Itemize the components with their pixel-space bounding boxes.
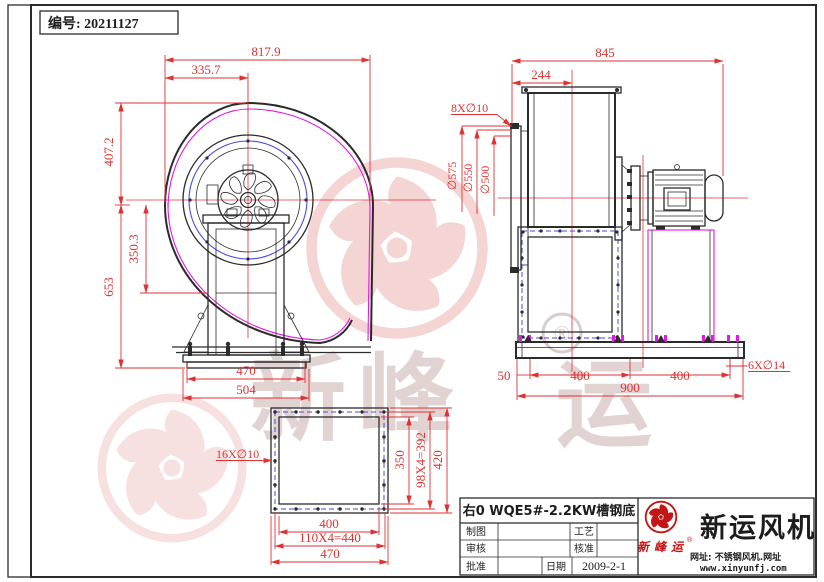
- dim-label: 845: [595, 45, 615, 60]
- outlet-duct: [521, 86, 622, 228]
- gusset-right: [283, 304, 310, 353]
- drawing-title: 右0 WQE5#-2.2KW槽钢底: [462, 503, 636, 519]
- label-approved-by: 核准: [574, 542, 594, 555]
- inlet-opening: [195, 147, 301, 253]
- volute-magenta-bottom: [167, 201, 351, 341]
- label-drawn-by: 制图: [466, 525, 486, 538]
- flange-bolt-dots: [520, 229, 620, 340]
- flange-dimensions: 16X∅10 350 98X4=392 420 400 110X4=440 47…: [216, 407, 452, 565]
- bolt-note: 16X∅10: [216, 447, 259, 461]
- dim-label: 400: [670, 368, 690, 383]
- doc-number-box: [39, 10, 179, 35]
- motor-pedestal: [647, 229, 715, 343]
- motor-label-plate: [663, 187, 691, 211]
- dim-label: 50: [498, 368, 511, 383]
- dim-label: 400: [319, 516, 339, 531]
- watermark-fan-logo-lower-left: [102, 398, 242, 538]
- company-name: 新运风机: [700, 512, 816, 544]
- sheet-frame: 编号: 20211127: [7, 4, 817, 578]
- side-view-dimensions: 845 244 8X∅10 ∅575 ∅550 ∅500 50 400 400: [445, 45, 790, 400]
- watermark-text-1: 新峰: [250, 342, 466, 455]
- brand-calligraphy: 新峰运: [637, 540, 688, 554]
- dim-label: 110X4=440: [299, 530, 361, 545]
- dim-label: 407.2: [101, 137, 116, 166]
- hub-key-detail: [242, 164, 254, 175]
- date-value: 2009-2-1: [582, 559, 626, 573]
- volute-magenta: [167, 108, 371, 342]
- watermark-text-2: 运: [556, 348, 652, 461]
- registered-mark: ®: [687, 536, 693, 544]
- dim-label: 244: [531, 67, 551, 82]
- company-fan-logo: [644, 500, 678, 534]
- label-batch: 批准: [466, 560, 486, 573]
- dim-label: ∅500: [478, 166, 492, 194]
- dim-label: 504: [236, 382, 256, 397]
- flange-detail-view: 16X∅10 350 98X4=392 420 400 110X4=440 47…: [216, 407, 452, 565]
- motor-end-cap: [704, 174, 724, 222]
- hub-bracket-detail: [206, 184, 219, 205]
- label-checked-by: 审核: [466, 542, 486, 555]
- watermark-layer: ® 新峰 运: [102, 163, 652, 539]
- dim-label: 420: [430, 450, 445, 470]
- front-view: 817.9 335.7 407.2 350.3 653 470 504: [101, 44, 436, 401]
- side-view: 845 244 8X∅10 ∅575 ∅550 ∅500 50 400 400: [445, 45, 790, 400]
- title-block: 右0 WQE5#-2.2KW槽钢底 制图 工艺 审核 核准 批准 日期 2009…: [459, 497, 816, 576]
- motor-eyebolt: [674, 164, 680, 170]
- motor: [647, 164, 724, 230]
- front-view-dimensions: 817.9 335.7 407.2 350.3 653 470 504: [101, 44, 371, 401]
- dim-label: 470: [236, 363, 256, 378]
- dim-label: 350.3: [126, 234, 141, 263]
- dim-label: 335.7: [191, 62, 221, 77]
- dim-label: 400: [570, 368, 590, 383]
- inlet-collar: [510, 123, 529, 273]
- bolt-note: 8X∅10: [451, 101, 488, 115]
- dim-label: 470: [320, 546, 340, 561]
- base-channel: [515, 335, 745, 359]
- website-line2: www.xinyunfj.com: [700, 563, 787, 574]
- volute-outline: [164, 101, 375, 342]
- dim-label: 817.9: [251, 44, 280, 59]
- watermark-registered-letter: ®: [554, 321, 571, 346]
- volute-bottom: [164, 204, 353, 345]
- dim-label: 350: [392, 450, 407, 470]
- doc-number-text: 编号: 20211127: [48, 15, 139, 32]
- gusset-left: [183, 304, 209, 353]
- front-base: [182, 341, 311, 369]
- label-date: 日期: [546, 561, 566, 573]
- outlet-flange-box: [517, 226, 623, 343]
- impeller-wheel: [217, 169, 279, 231]
- dim-label: ∅550: [461, 164, 475, 192]
- watermark-registered-icon: ®: [541, 312, 583, 354]
- website-line1: 网址: 不锈钢风机.网址: [690, 551, 781, 563]
- dim-label: 900: [620, 380, 640, 395]
- dim-label: 653: [101, 277, 116, 297]
- inlet-ring: [182, 134, 314, 266]
- dim-label: 98X4=392: [413, 432, 428, 488]
- front-base-bolts: [187, 341, 305, 356]
- dim-label: ∅575: [445, 162, 459, 190]
- flange-bolt-dots: [273, 410, 386, 511]
- label-process: 工艺: [574, 526, 594, 538]
- bolt-note: 6X∅14: [748, 358, 785, 372]
